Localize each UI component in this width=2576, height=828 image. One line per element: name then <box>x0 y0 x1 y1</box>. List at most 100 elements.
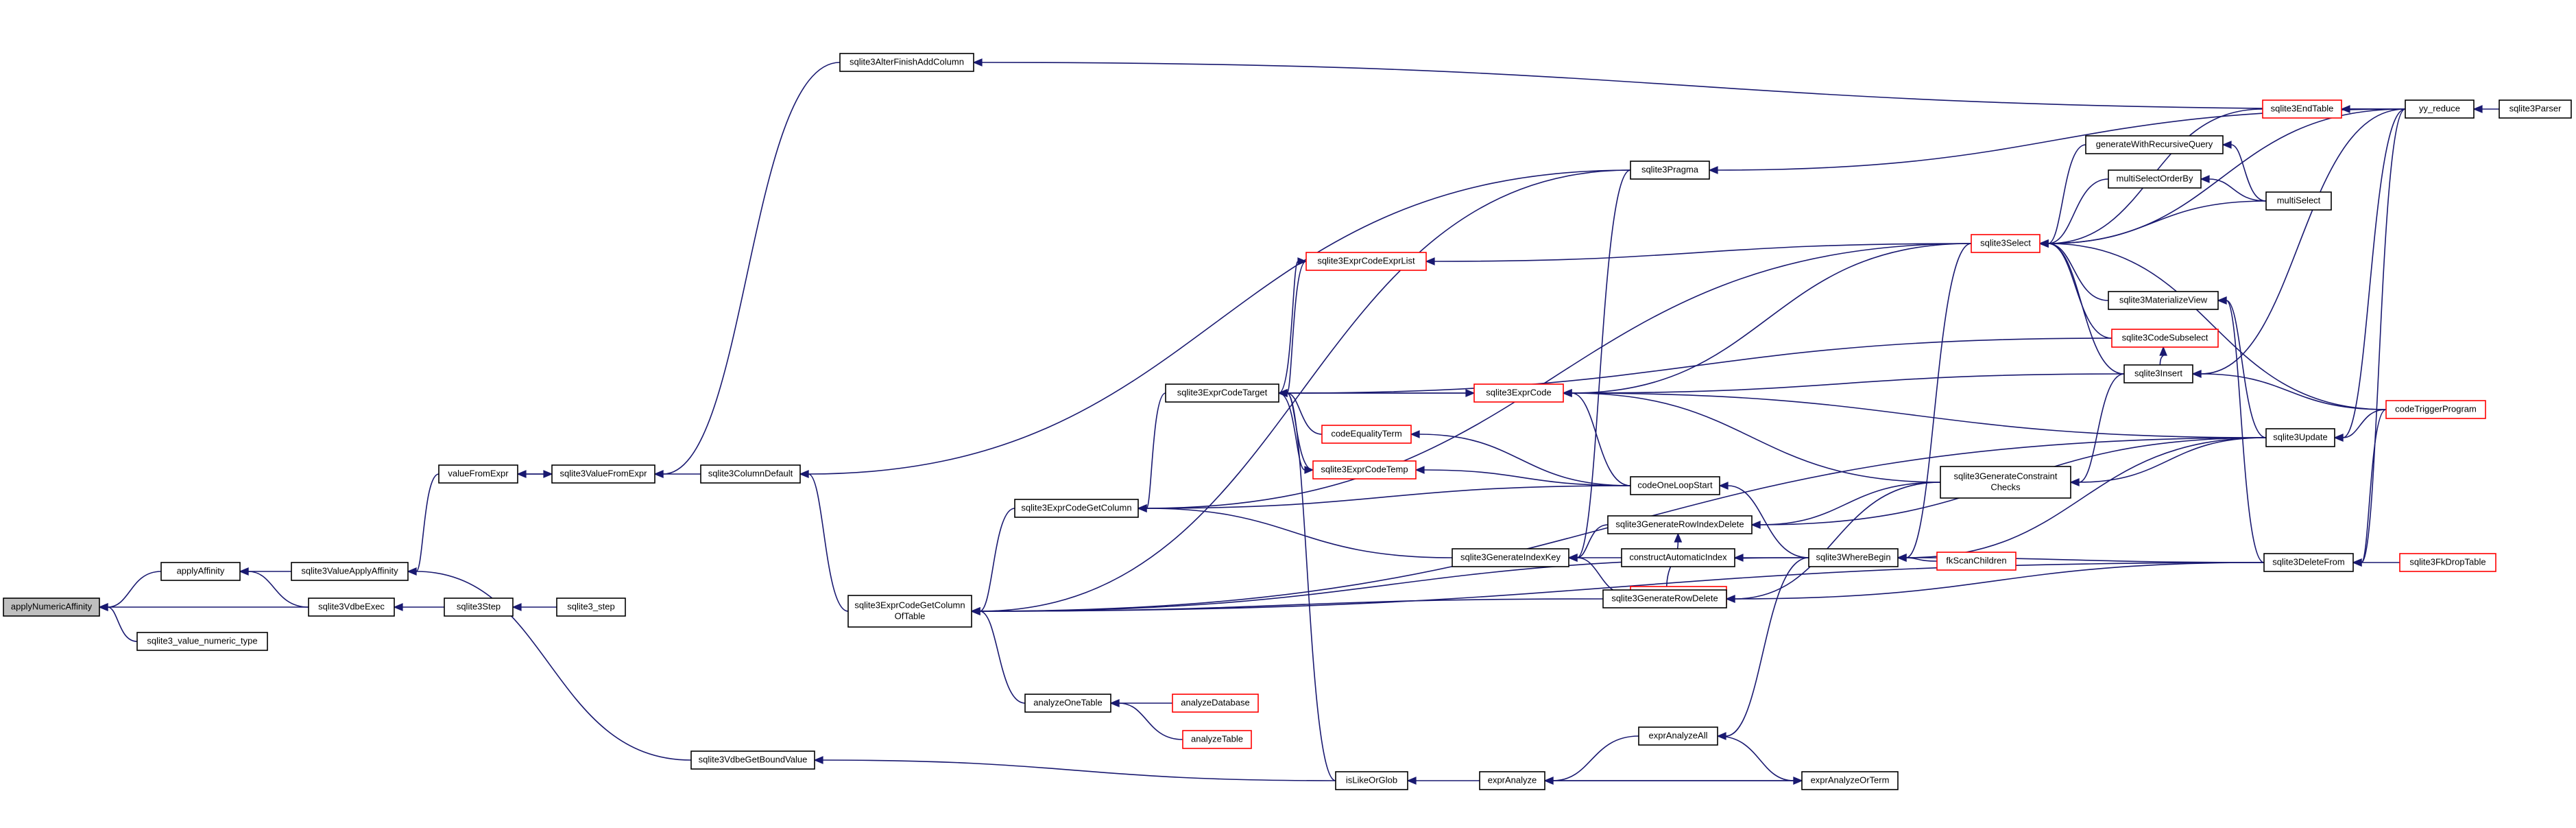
edge-line <box>1759 482 1941 525</box>
node-box <box>2265 428 2335 447</box>
node-sqlite3-expr-code-expr-list[interactable]: sqlite3ExprCodeExprList <box>1305 252 1427 271</box>
node-sqlite3-generate-row-index-delete[interactable]: sqlite3GenerateRowIndexDelete <box>1607 515 1753 534</box>
node-sqlite3-code-subselect[interactable]: sqlite3CodeSubselect <box>2111 329 2219 348</box>
node-analyze-one-table[interactable]: analyzeOneTable <box>1024 694 1111 713</box>
node-box <box>556 598 626 617</box>
node-construct-automatic-index[interactable]: constructAutomaticIndex <box>1621 548 1735 567</box>
node-sqlite3-generate-index-key[interactable]: sqlite3GenerateIndexKey <box>1452 548 1569 567</box>
node-sqlite3-expr-code[interactable]: sqlite3ExprCode <box>1473 383 1564 403</box>
node-is-like-or-glob[interactable]: isLikeOrGlob <box>1335 771 1408 790</box>
arrowhead <box>970 607 980 615</box>
node-sqlite3-generate-row-delete[interactable]: sqlite3GenerateRowDelete <box>1602 589 1727 608</box>
node-analyze-table[interactable]: analyzeTable <box>1182 730 1252 749</box>
arrowhead <box>1708 166 1718 174</box>
node-apply-affinity[interactable]: applyAffinity <box>160 562 241 581</box>
node-sqlite3-pragma[interactable]: sqlite3Pragma <box>1630 161 1710 180</box>
node-sqlite3-value-numeric-type[interactable]: sqlite3_value_numeric_type <box>136 632 268 651</box>
node-sqlite3-parser[interactable]: sqlite3Parser <box>2499 99 2572 119</box>
edge-sqlite3-expr-code-get-column-to-sqlite3-expr-code-get-column-of-table <box>970 508 1015 615</box>
node-sqlite3-expr-code-temp[interactable]: sqlite3ExprCodeTemp <box>1312 460 1417 480</box>
node-generate-with-recursive-query[interactable]: generateWithRecursiveQuery <box>2085 135 2224 154</box>
node-sqlite3-delete-from[interactable]: sqlite3DeleteFrom <box>2263 553 2354 572</box>
node-sqlite3-materialize-view[interactable]: sqlite3MaterializeView <box>2108 291 2219 310</box>
edge-line <box>1434 243 1972 262</box>
node-sqlite3-where-begin[interactable]: sqlite3WhereBegin <box>1808 548 1899 567</box>
edge-sqlite3-code-subselect-to-sqlite3-select <box>2038 239 2112 339</box>
node-sqlite3-column-default[interactable]: sqlite3ColumnDefault <box>700 464 801 484</box>
edge-line <box>107 571 162 608</box>
node-label: fkScanChildren <box>1946 555 2006 565</box>
node-label: sqlite3GenerateIndexKey <box>1460 552 1561 562</box>
node-box <box>2399 553 2496 572</box>
edge-generate-with-recursive-query-to-sqlite3-select <box>2038 144 2086 248</box>
edge-is-like-or-glob-to-sqlite3-expr-code-target <box>1277 389 1336 781</box>
edge-line <box>1286 338 2112 394</box>
node-box <box>1936 552 2017 571</box>
node-fk-scan-children[interactable]: fkScanChildren <box>1936 552 2017 571</box>
edge-apply-affinity-to-apply-numeric-affinity <box>98 571 162 611</box>
node-expr-analyze[interactable]: exprAnalyze <box>1479 771 1545 790</box>
node-label: codeEqualityTerm <box>1331 428 1401 438</box>
node-expr-analyze-or-term[interactable]: exprAnalyzeOrTerm <box>1801 771 1899 790</box>
edge-is-like-or-glob-to-sqlite3-vdbe-get-bound-value <box>813 756 1336 781</box>
edge-analyze-table-to-analyze-one-table <box>1109 699 1183 740</box>
node-expr-analyze-all[interactable]: exprAnalyzeAll <box>1638 726 1718 746</box>
edge-sqlite3-expr-code-target-to-sqlite3-expr-code <box>1278 389 1476 397</box>
node-multi-select[interactable]: multiSelect <box>2265 191 2332 211</box>
edge-line <box>1717 735 1794 781</box>
node-label: sqlite3Step <box>457 601 501 611</box>
node-label: sqlite3GenerateRowDelete <box>1611 593 1718 603</box>
node-multi-select-order-by[interactable]: multiSelectOrderBy <box>2108 169 2202 189</box>
edge-multi-select-to-generate-with-recursive-query <box>2222 141 2267 202</box>
arrowhead <box>1897 554 1907 562</box>
node-sqlite3-step[interactable]: sqlite3_step <box>556 598 626 617</box>
node-value-from-expr[interactable]: valueFromExpr <box>438 464 518 484</box>
node-box <box>2499 99 2572 119</box>
edge-value-from-expr-to-sqlite3-value-apply-affinity <box>407 473 440 576</box>
node-sqlite3-value-apply-affinity[interactable]: sqlite3ValueApplyAffinity <box>291 562 409 581</box>
node-sqlite3-vdbe-exec[interactable]: sqlite3VdbeExec <box>308 598 395 617</box>
arrowhead <box>1750 521 1761 529</box>
node-label: exprAnalyzeOrTerm <box>1811 774 1890 785</box>
node-box <box>2262 99 2342 119</box>
node-label: sqlite3AlterFinishAddColumn <box>850 56 964 67</box>
node-sqlite3-expr-code-target[interactable]: sqlite3ExprCodeTarget <box>1165 383 1279 403</box>
arrowhead <box>799 470 809 478</box>
arrowhead <box>2352 558 2362 567</box>
node-sqlite3-expr-code-get-column[interactable]: sqlite3ExprCodeGetColumn <box>1014 499 1139 518</box>
node-sqlite3-step[interactable]: sqlite3Step <box>444 598 514 617</box>
edge-line <box>1734 482 1941 600</box>
node-sqlite3-end-table[interactable]: sqlite3EndTable <box>2262 99 2342 119</box>
node-analyze-database[interactable]: analyzeDatabase <box>1172 694 1259 713</box>
arrowhead <box>1718 482 1729 490</box>
node-yy-reduce[interactable]: yy_reduce <box>2405 99 2475 119</box>
node-box <box>1638 726 1718 746</box>
node-sqlite3-value-from-expr[interactable]: sqlite3ValueFromExpr <box>551 464 655 484</box>
node-sqlite3-select[interactable]: sqlite3Select <box>1971 234 2041 253</box>
arrowhead <box>1725 595 1735 603</box>
node-apply-numeric-affinity[interactable]: applyNumericAffinity <box>3 598 100 617</box>
node-sqlite3-update[interactable]: sqlite3Update <box>2265 428 2335 447</box>
node-code-one-loop-start[interactable]: codeOneLoopStart <box>1630 476 1720 495</box>
node-label: multiSelectOrderBy <box>2117 173 2193 183</box>
node-sqlite3-fk-drop-table[interactable]: sqlite3FkDropTable <box>2399 553 2496 572</box>
node-code-equality-term[interactable]: codeEqualityTerm <box>1321 425 1412 444</box>
edge-line <box>1423 469 1631 486</box>
edge-line <box>808 169 1631 475</box>
edge-expr-analyze-to-expr-analyze-or-term <box>1545 777 1803 785</box>
arrowhead <box>2333 434 2344 442</box>
node-sqlite3-alter-finish-add-column[interactable]: sqlite3AlterFinishAddColumn <box>839 53 974 72</box>
node-label: sqlite3Insert <box>2134 368 2182 378</box>
node-sqlite3-insert[interactable]: sqlite3Insert <box>2123 364 2193 383</box>
node-code-trigger-program[interactable]: codeTriggerProgram <box>2385 400 2486 419</box>
node-sqlite3-vdbe-get-bound-value[interactable]: sqlite3VdbeGetBoundValue <box>690 750 815 770</box>
edge-code-trigger-program-to-sqlite3-delete-from <box>2352 409 2387 567</box>
node-box <box>1182 730 1252 749</box>
node-box <box>1479 771 1545 790</box>
edge-sqlite3-delete-from-to-sqlite3-materialize-view <box>2217 296 2265 563</box>
edge-sqlite3-where-begin-to-expr-analyze-all <box>1716 557 1809 740</box>
arrowhead <box>1137 504 1147 512</box>
node-box <box>690 750 815 770</box>
